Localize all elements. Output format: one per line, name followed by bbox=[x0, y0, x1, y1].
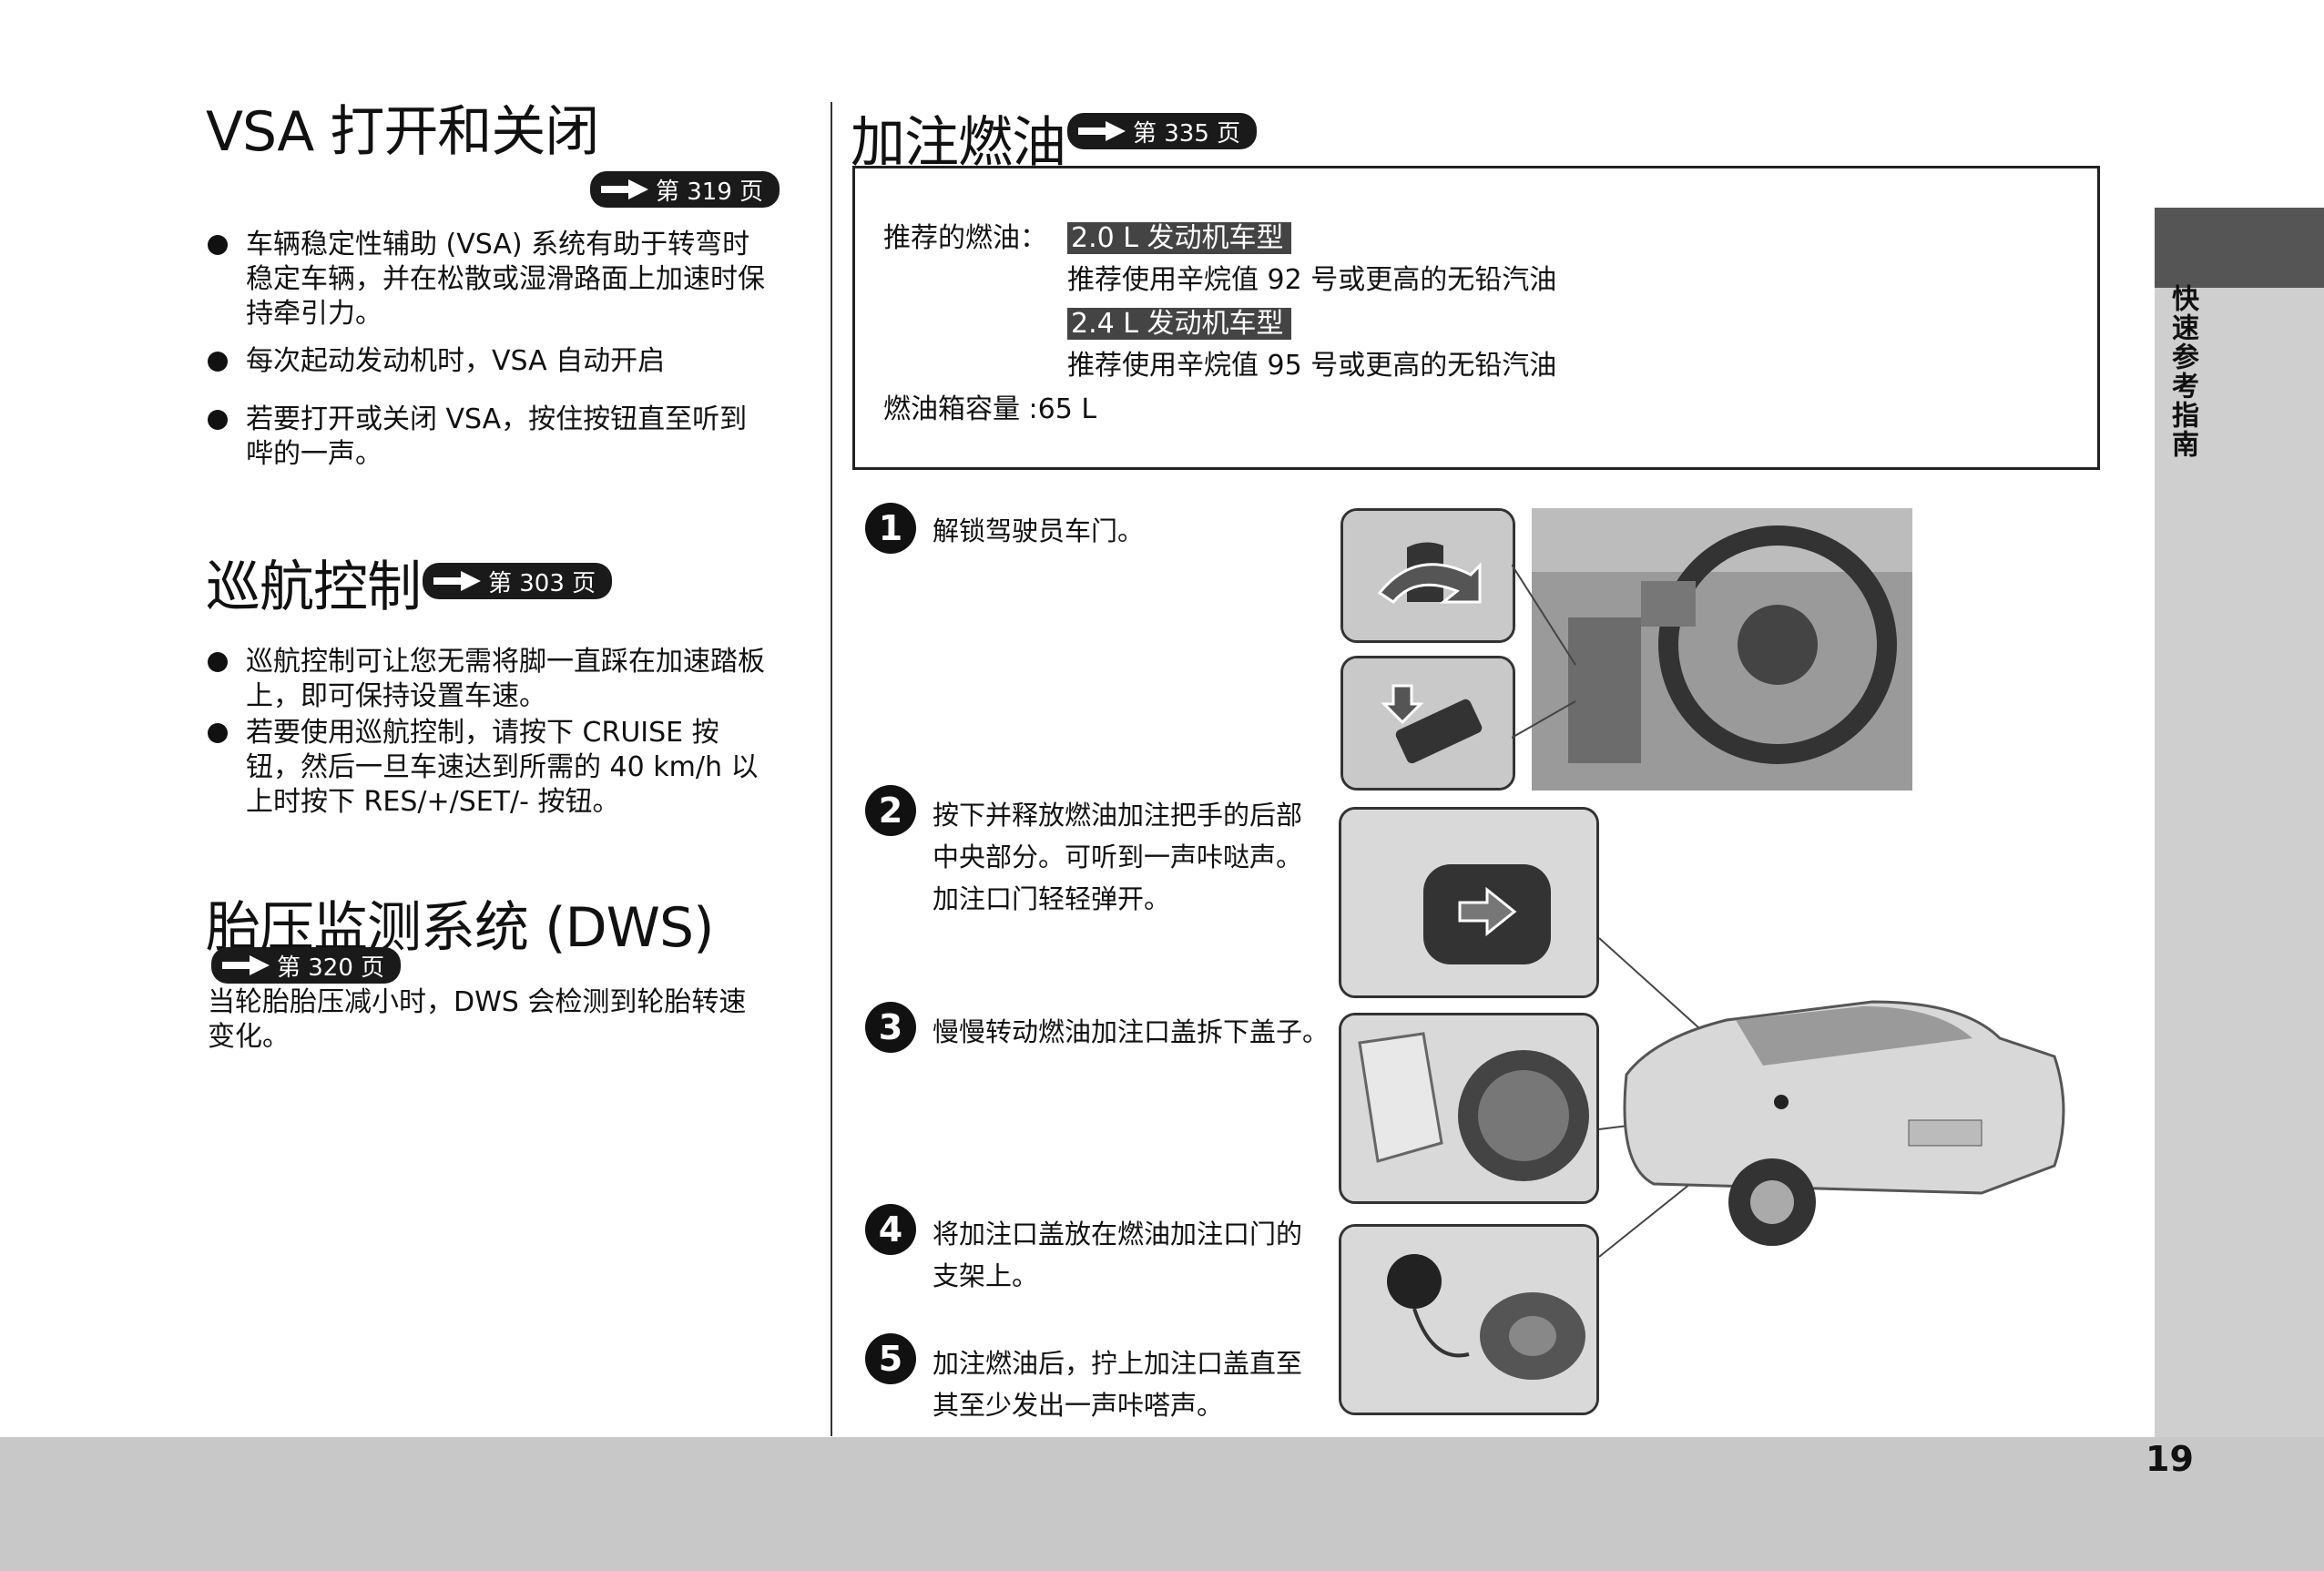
fuel-door-illustration bbox=[1339, 807, 1599, 998]
cruise-bullet-2: 若要使用巡航控制，请按下 CRUISE 按钮，然后一旦车速达到所需的 40 km… bbox=[246, 717, 759, 818]
bullet-icon bbox=[208, 352, 228, 372]
step-text-4: 将加注口盖放在燃油加注口门的支架上。 bbox=[933, 1219, 1303, 1291]
vsa-page-ref-text: 第 319 页 bbox=[656, 178, 764, 206]
dws-page-ref-text: 第 320 页 bbox=[277, 954, 385, 982]
bullet-icon bbox=[208, 652, 228, 672]
step-number-3: 3 bbox=[865, 1002, 916, 1053]
vsa-page-ref[interactable]: 第 319 页 bbox=[590, 171, 780, 208]
door-unlock-illustration bbox=[1340, 508, 1515, 643]
engine2-fuel: 推荐使用辛烷值 95 号或更高的无铅汽油 bbox=[1067, 350, 1557, 382]
fuel-page-ref-text: 第 335 页 bbox=[1133, 119, 1241, 148]
bullet-icon bbox=[208, 410, 228, 430]
car-rear-illustration bbox=[1599, 984, 2073, 1257]
step-number-1: 1 bbox=[865, 503, 916, 554]
step-number-2: 2 bbox=[865, 785, 916, 836]
vsa-bullet-3: 若要打开或关闭 VSA，按住按钮直至听到哔的一声。 bbox=[246, 403, 748, 470]
fuel-release-illustration bbox=[1340, 656, 1515, 791]
engine1-label: 2.0 L 发动机车型 bbox=[1067, 215, 1291, 255]
fuel-title: 加注燃油 bbox=[851, 111, 1066, 175]
engine2-highlight: 2.4 L 发动机车型 bbox=[1067, 308, 1291, 340]
engine2-label: 2.4 L 发动机车型 bbox=[1067, 301, 1291, 341]
engine1-fuel: 推荐使用辛烷值 92 号或更高的无铅汽油 bbox=[1067, 264, 1557, 296]
vsa-bullet-1: 车辆稳定性辅助 (VSA) 系统有助于转弯时稳定车辆，并在松散或湿滑路面上加速时… bbox=[246, 229, 765, 330]
side-tab bbox=[2155, 208, 2324, 1437]
step-text-1: 解锁驾驶员车门。 bbox=[933, 515, 1145, 546]
list-item: 若要使用巡航控制，请按下 CRUISE 按钮，然后一旦车速达到所需的 40 km… bbox=[208, 716, 772, 820]
cruise-title: 巡航控制 bbox=[206, 556, 422, 619]
footer-bar bbox=[0, 1437, 2324, 1571]
vsa-title: VSA 打开和关闭 bbox=[206, 100, 599, 164]
step-number-5: 5 bbox=[865, 1333, 916, 1384]
dws-page-ref[interactable]: 第 320 页 bbox=[211, 947, 402, 984]
engine1-highlight: 2.0 L 发动机车型 bbox=[1067, 222, 1291, 254]
cruise-bullet-1: 巡航控制可让您无需将脚一直踩在加速踏板上，即可保持设置车速。 bbox=[246, 646, 765, 712]
list-item: 巡航控制可让您无需将脚一直踩在加速踏板上，即可保持设置车速。 bbox=[208, 645, 772, 714]
arrow-right-icon bbox=[1078, 121, 1126, 141]
arrow-right-icon bbox=[222, 955, 270, 975]
step-number-4: 4 bbox=[865, 1204, 916, 1255]
page-number: 19 bbox=[2146, 1439, 2194, 1479]
dashboard-illustration bbox=[1532, 508, 1912, 791]
column-divider bbox=[831, 102, 832, 1436]
tank-capacity: 燃油箱容量 :65 L bbox=[883, 393, 1097, 425]
list-item: 每次起动发动机时，VSA 自动开启 bbox=[208, 344, 772, 379]
bullet-icon bbox=[208, 723, 228, 743]
arrow-right-icon bbox=[433, 571, 481, 591]
cruise-page-ref-text: 第 303 页 bbox=[488, 569, 596, 597]
fuel-spec-box bbox=[852, 166, 2100, 470]
vsa-bullet-2: 每次起动发动机时，VSA 自动开启 bbox=[246, 345, 666, 377]
dws-text: 当轮胎胎压减小时，DWS 会检测到轮胎转速变化。 bbox=[208, 986, 747, 1053]
list-item: 车辆稳定性辅助 (VSA) 系统有助于转弯时稳定车辆，并在松散或湿滑路面上加速时… bbox=[208, 228, 772, 332]
step-text-2: 按下并释放燃油加注把手的后部中央部分。可听到一声咔哒声。加注口门轻轻弹开。 bbox=[933, 800, 1303, 914]
fuel-page-ref[interactable]: 第 335 页 bbox=[1067, 113, 1258, 149]
callout-lines bbox=[1512, 564, 1576, 739]
cruise-page-ref[interactable]: 第 303 页 bbox=[423, 563, 613, 599]
fuel-label: 推荐的燃油： bbox=[883, 222, 1047, 254]
fuel-cap-holder-illustration bbox=[1339, 1224, 1599, 1415]
bullet-icon bbox=[208, 235, 228, 255]
arrow-right-icon bbox=[601, 179, 648, 199]
step-text-3: 慢慢转动燃油加注口盖拆下盖子。 bbox=[933, 1016, 1330, 1047]
fuel-cap-remove-illustration bbox=[1339, 1013, 1599, 1204]
side-tab-label[interactable]: 快速参考指南 bbox=[2166, 284, 2198, 459]
step-text-5: 加注燃油后，拧上加注口盖直至其至少发出一声咔嗒声。 bbox=[933, 1348, 1303, 1421]
list-item: 若要打开或关闭 VSA，按住按钮直至听到哔的一声。 bbox=[208, 403, 772, 472]
side-tab-marker bbox=[2155, 208, 2324, 288]
